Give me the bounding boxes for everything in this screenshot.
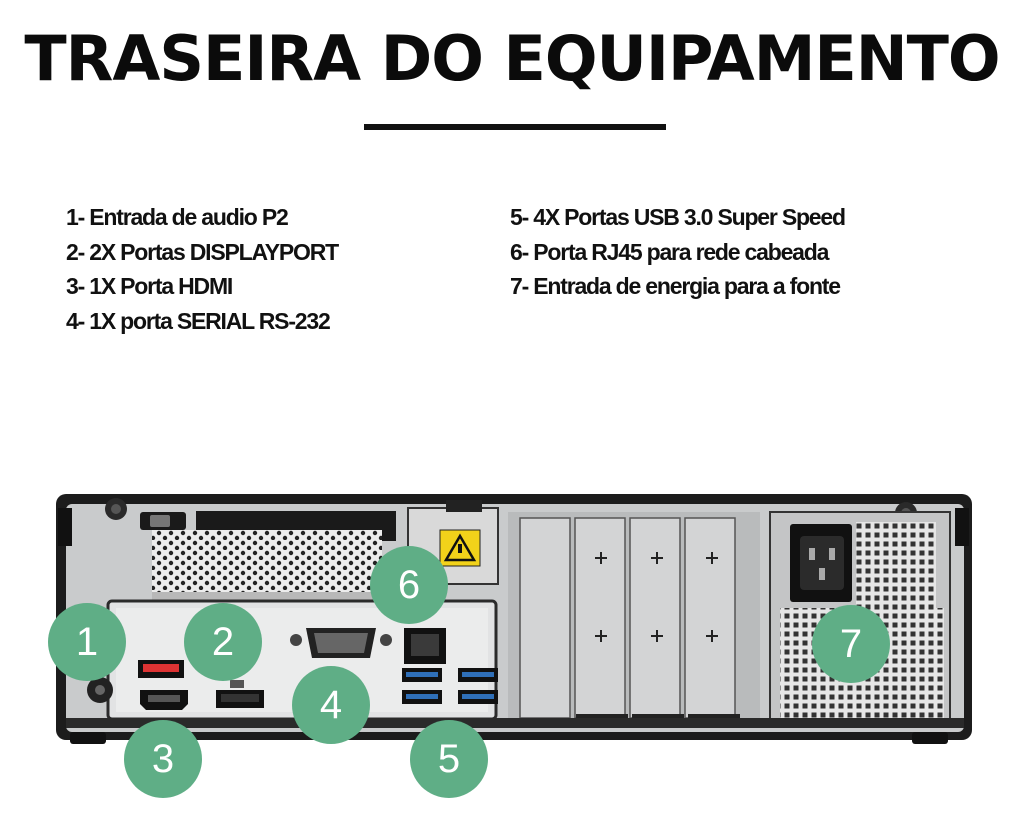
displayport-ports bbox=[138, 660, 264, 708]
top-vent-area bbox=[140, 511, 396, 600]
page-title: TRASEIRA DO EQUIPAMENTO bbox=[24, 22, 1000, 95]
marker-6: 6 bbox=[370, 546, 448, 624]
marker-4: 4 bbox=[292, 666, 370, 744]
rj45-port bbox=[404, 628, 446, 664]
warning-bracket bbox=[407, 500, 499, 585]
legend-left: 1- Entrada de audio P2 2- 2X Portas DISP… bbox=[66, 200, 339, 338]
marker-5: 5 bbox=[410, 720, 488, 798]
legend-item-displayport: 2- 2X Portas DISPLAYPORT bbox=[66, 238, 339, 265]
marker-7: 7 bbox=[812, 605, 890, 683]
audio-jack-port bbox=[87, 677, 113, 703]
legend-item-audio: 1- Entrada de audio P2 bbox=[66, 204, 289, 230]
hdmi-port bbox=[140, 690, 188, 710]
legend-right: 5- 4X Portas USB 3.0 Super Speed 6- Port… bbox=[510, 200, 846, 304]
marker-3: 3 bbox=[124, 720, 202, 798]
usb-ports bbox=[402, 668, 498, 704]
legend-item-rj45: 6- Porta RJ45 para rede cabeada bbox=[510, 238, 829, 265]
legend-item-usb: 5- 4X Portas USB 3.0 Super Speed bbox=[510, 204, 846, 230]
marker-1: 1 bbox=[48, 603, 126, 681]
legend-item-hdmi: 3- 1X Porta HDMI bbox=[66, 273, 233, 299]
title-underline bbox=[364, 124, 666, 130]
expansion-slots bbox=[508, 512, 760, 722]
serial-port bbox=[290, 628, 392, 658]
legend-item-power: 7- Entrada de energia para a fonte bbox=[510, 273, 841, 299]
bottom-rail bbox=[66, 718, 964, 728]
legend-item-serial: 4- 1X porta SERIAL RS-232 bbox=[66, 307, 331, 334]
marker-2: 2 bbox=[184, 603, 262, 681]
